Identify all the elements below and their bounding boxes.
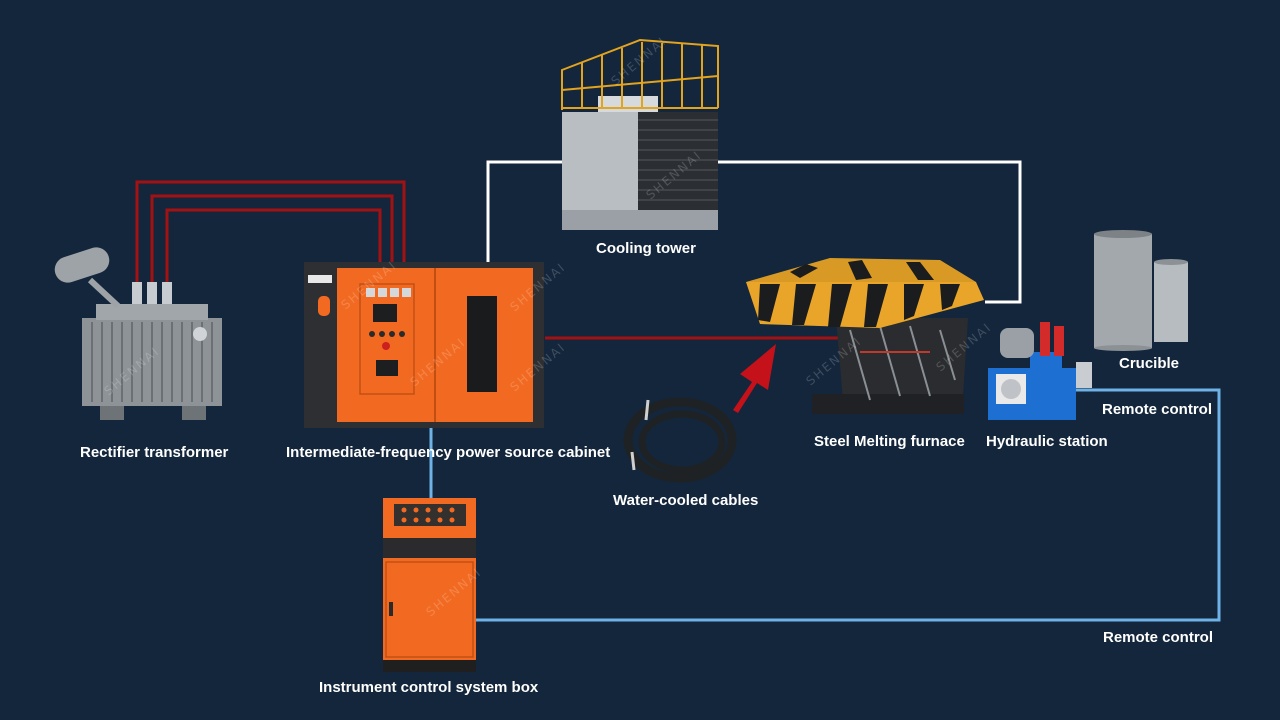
control-lines — [429, 388, 1221, 622]
label-power-cabinet: Intermediate-frequency power source cabi… — [286, 444, 611, 461]
crucible-icon — [1094, 230, 1188, 351]
hydraulic-station-icon — [988, 322, 1092, 420]
label-hydraulic-station: Hydraulic station — [986, 433, 1108, 450]
power-cabinet-icon — [304, 262, 544, 428]
power-line-2 — [150, 194, 394, 282]
label-crucible: Crucible — [1119, 355, 1180, 372]
label-remote-control-2: Remote control — [1103, 629, 1214, 646]
label-instrument-box: Instrument control system box — [319, 679, 539, 696]
label-rectifier-transformer: Rectifier transformer — [80, 444, 229, 461]
cooling-tower-icon — [561, 38, 719, 230]
label-steel-melting-furnace: Steel Melting furnace — [814, 433, 965, 450]
rectifier-transformer-icon — [54, 247, 222, 420]
control-line-box-hydraulic — [476, 388, 1221, 622]
water-line-cabinet — [486, 160, 562, 265]
water-cooled-cables-icon — [623, 397, 737, 483]
water-lines — [486, 160, 1022, 304]
label-water-cooled-cables: Water-cooled cables — [613, 492, 759, 509]
label-remote-control-1: Remote control — [1102, 401, 1213, 418]
power-line-3 — [165, 208, 382, 282]
instrument-box-icon — [383, 498, 476, 672]
label-cooling-tower: Cooling tower — [596, 240, 696, 257]
water-line-furnace — [718, 160, 1022, 304]
power-lines — [135, 180, 840, 340]
steel-melting-furnace-icon — [746, 258, 984, 414]
power-line-1 — [135, 180, 406, 282]
flow-arrow — [733, 344, 776, 413]
